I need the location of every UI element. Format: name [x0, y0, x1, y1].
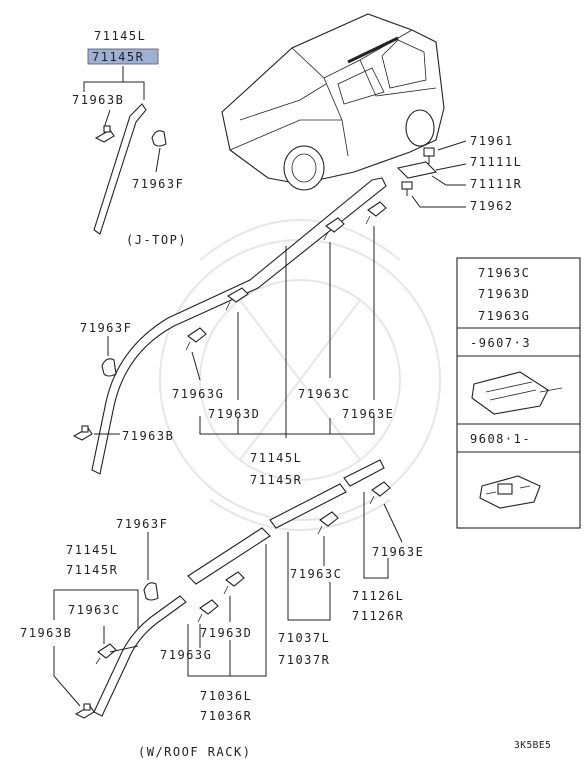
- label-71963G-bot[interactable]: 71963G: [160, 648, 212, 662]
- label-71037L[interactable]: 71037L: [278, 631, 330, 645]
- label-71963F-top[interactable]: 71963F: [132, 177, 184, 191]
- label-71145L-mid[interactable]: 71145L: [250, 451, 302, 465]
- clip-71963B-top[interactable]: [94, 125, 115, 143]
- clip-71962[interactable]: [401, 181, 413, 196]
- label-jtop: (J-TOP): [126, 233, 187, 247]
- label-71963E-mid[interactable]: 71963E: [342, 407, 394, 421]
- label-71145R-mid[interactable]: 71145R: [250, 473, 302, 487]
- jtop-molding[interactable]: [93, 103, 147, 235]
- front-pillar-molding[interactable]: [93, 595, 187, 717]
- rail-71126[interactable]: [343, 459, 385, 487]
- clip-71963C-mid[interactable]: [323, 217, 345, 241]
- clip-71963E-mid[interactable]: [365, 201, 387, 225]
- clip-71963C-bot2[interactable]: [317, 511, 339, 535]
- clip-71963B-bot[interactable]: [74, 703, 95, 719]
- legend-date-range-1: -9607·3: [470, 336, 531, 350]
- clip-71963E-bot[interactable]: [369, 481, 391, 505]
- legend-part-2[interactable]: 71963D: [478, 287, 530, 301]
- label-71963E-bot[interactable]: 71963E: [372, 545, 424, 559]
- clip-71963D-mid[interactable]: [225, 287, 249, 311]
- label-71145R-bot[interactable]: 71145R: [66, 563, 118, 577]
- rail-71037[interactable]: [269, 483, 347, 529]
- label-71963B-bot[interactable]: 71963B: [20, 626, 72, 640]
- screw-71961[interactable]: [423, 147, 435, 164]
- legend-clip-type-2: [479, 475, 541, 509]
- label-71963F-mid[interactable]: 71963F: [80, 321, 132, 335]
- label-71963C-mid[interactable]: 71963C: [298, 387, 350, 401]
- middle-group: 71963F 71963B 71963G 71963D 71963C 71963…: [72, 177, 394, 487]
- diagram-code: 3K5BE5: [514, 740, 551, 751]
- rail-71036[interactable]: [187, 527, 271, 585]
- label-71145L-top[interactable]: 71145L: [94, 29, 146, 43]
- clip-71963F-mid[interactable]: [101, 358, 117, 377]
- clip-71963F-bot[interactable]: [143, 582, 159, 601]
- label-71963D-mid[interactable]: 71963D: [208, 407, 260, 421]
- highlight-71145R: [87, 48, 159, 65]
- label-71962[interactable]: 71962: [470, 199, 514, 213]
- clip-71963G-mid[interactable]: [185, 327, 207, 351]
- legend-box: 71963C 71963D 71963G -9607·3 9608·1-: [456, 257, 581, 529]
- label-71111L[interactable]: 71111L: [470, 155, 522, 169]
- label-71961[interactable]: 71961: [470, 134, 514, 148]
- label-71037R[interactable]: 71037R: [278, 653, 330, 667]
- label-71963C-bot2[interactable]: 71963C: [290, 567, 342, 581]
- label-71036R[interactable]: 71036R: [200, 709, 252, 723]
- legend-clip-type-1: [471, 371, 563, 415]
- front-fasteners: 71961 71111L 71111R 71962: [396, 134, 522, 213]
- label-71963D-bot[interactable]: 71963D: [200, 626, 252, 640]
- clip-71963B-mid[interactable]: [72, 425, 93, 441]
- legend-part-1[interactable]: 71963C: [478, 266, 530, 280]
- clip-71963G-bot[interactable]: [197, 599, 219, 623]
- label-71126L[interactable]: 71126L: [352, 589, 404, 603]
- label-71963G-mid[interactable]: 71963G: [172, 387, 224, 401]
- label-71036L[interactable]: 71036L: [200, 689, 252, 703]
- label-71963B-top[interactable]: 71963B: [72, 93, 124, 107]
- label-71963B-mid[interactable]: 71963B: [122, 429, 174, 443]
- legend-date-range-2: 9608·1-: [470, 432, 531, 446]
- label-71111R[interactable]: 71111R: [470, 177, 522, 191]
- label-roof-rack: (W/ROOF RACK): [138, 745, 251, 759]
- long-drip-molding[interactable]: [91, 177, 387, 475]
- label-71145R-top[interactable]: 71145R: [92, 50, 144, 64]
- label-71126R[interactable]: 71126R: [352, 609, 404, 623]
- label-71963C-bot[interactable]: 71963C: [68, 603, 120, 617]
- clip-71963F-top[interactable]: [151, 130, 167, 147]
- vehicle-illustration: [221, 13, 445, 191]
- roof-rack-group: 71963F 71145L 71145R 71963C 71963B 71963…: [20, 459, 551, 759]
- clip-71963C-bot[interactable]: [95, 643, 117, 665]
- legend-part-3[interactable]: 71963G: [478, 309, 530, 323]
- jtop-group: 71145L 71145R 71963B 71963F (J-TOP): [72, 29, 187, 247]
- label-71963F-bot[interactable]: 71963F: [116, 517, 168, 531]
- clip-71963D-bot[interactable]: [223, 571, 245, 595]
- label-71145L-bot[interactable]: 71145L: [66, 543, 118, 557]
- bracket-71111[interactable]: [396, 161, 438, 179]
